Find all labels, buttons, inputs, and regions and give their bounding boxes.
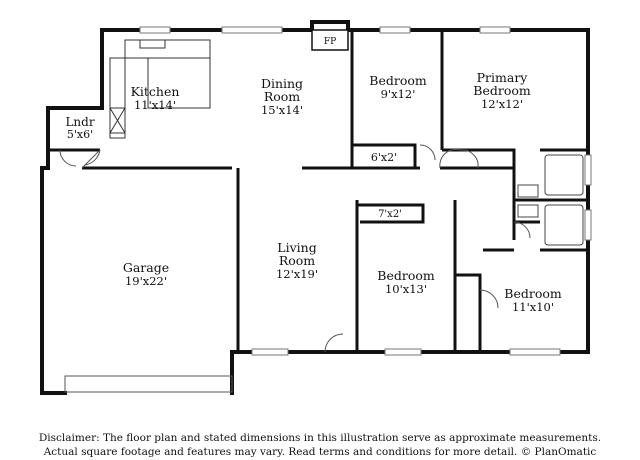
- kitchen-dims: 11'x14': [134, 98, 176, 112]
- disclaimer-line-1: Disclaimer: The floor plan and stated di…: [38, 432, 602, 444]
- dining-label-1: Dining: [261, 76, 303, 91]
- dining-label-2: Room: [264, 89, 300, 104]
- primary-dims: 12'x12': [481, 97, 523, 111]
- living-label-2: Room: [279, 253, 315, 268]
- bedroom1-dims: 9'x12': [381, 87, 416, 101]
- living-dims: 12'x19': [276, 267, 318, 281]
- laundry-label: Lndr: [65, 115, 94, 129]
- primary-label-1: Primary: [477, 70, 529, 85]
- kitchen-label: Kitchen: [131, 84, 180, 99]
- doors: [59, 144, 531, 353]
- fireplace-label: FP: [324, 37, 336, 47]
- dining-dims: 15'x14': [261, 103, 303, 117]
- floor-plan: FP Kitchen 11'x14' Dining Room 15'x14' B…: [40, 20, 592, 395]
- kitchen-counters: [109, 39, 211, 139]
- closet2-dims: 7'x2': [378, 209, 402, 220]
- garage-label: Garage: [123, 260, 169, 275]
- bedroom3-dims: 11'x10': [512, 300, 554, 314]
- garage-door: [64, 375, 233, 393]
- laundry-dims: 5'x6': [67, 128, 93, 141]
- bedroom2-label: Bedroom: [377, 268, 435, 283]
- bedroom3-label: Bedroom: [504, 286, 562, 301]
- living-label-1: Living: [277, 240, 316, 255]
- room-labels: Kitchen 11'x14' Dining Room 15'x14' Bedr…: [65, 70, 561, 314]
- garage-dims: 19'x22': [125, 274, 167, 288]
- disclaimer-line-2: Actual square footage and features may v…: [43, 446, 597, 458]
- interior-walls: [48, 30, 588, 352]
- primary-label-2: Bedroom: [473, 83, 531, 98]
- closet1-dims: 6'x2': [371, 151, 397, 164]
- bedroom1-label: Bedroom: [369, 73, 427, 88]
- fireplace: [311, 29, 349, 51]
- bedroom2-dims: 10'x13': [385, 282, 427, 296]
- bathroom-fixtures: [517, 154, 584, 246]
- windows: [139, 26, 592, 356]
